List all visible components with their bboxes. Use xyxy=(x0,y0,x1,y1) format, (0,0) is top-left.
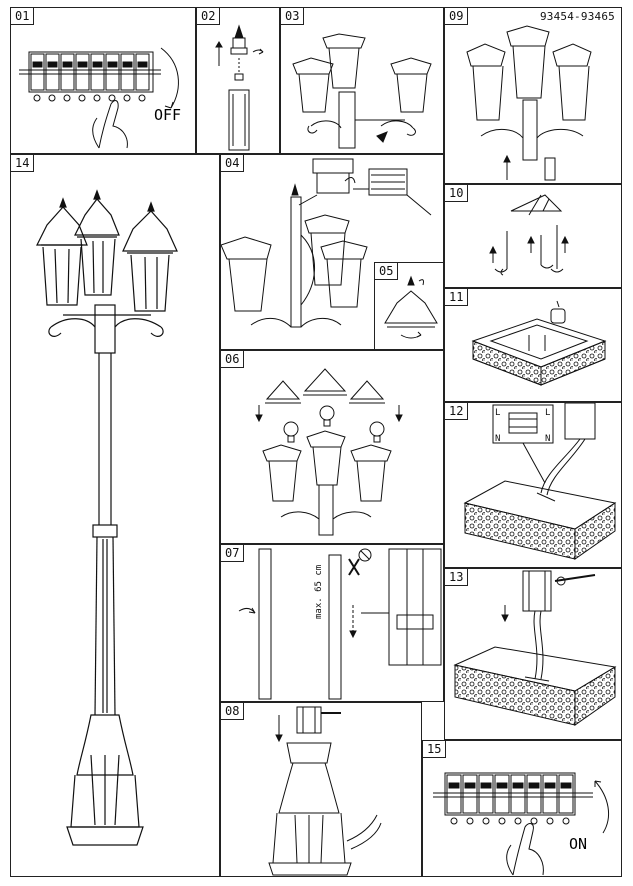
step-01-number: 01 xyxy=(11,8,35,25)
cable-connection-illustration: L L N N xyxy=(463,403,617,560)
wire-label-l-left: L xyxy=(495,408,500,418)
step-06-number: 06 xyxy=(221,351,245,368)
step-03-panel: 03 xyxy=(280,7,444,154)
step-08-panel: 08 xyxy=(220,702,422,877)
step-09-panel: 09 93454-93465 xyxy=(444,7,622,184)
step-08-number: 08 xyxy=(221,703,245,720)
step-12-panel: 12 L L N N xyxy=(444,402,622,568)
base-fitting-illustration xyxy=(268,706,382,876)
wire-label-n-right: N xyxy=(545,434,550,444)
step-05-panel: 05 xyxy=(374,262,444,350)
step-13-panel: 13 xyxy=(444,568,622,740)
wiring-connection-illustration xyxy=(221,158,432,328)
breaker-on-illustration: ON xyxy=(433,772,610,876)
on-label: ON xyxy=(569,835,587,853)
model-number: 93454-93465 xyxy=(539,10,615,23)
step-03-number: 03 xyxy=(281,8,305,25)
step-12-number: 12 xyxy=(445,403,469,420)
step-13-number: 13 xyxy=(445,569,469,586)
step-10-number: 10 xyxy=(445,185,469,202)
step-02-panel: 02 xyxy=(196,7,280,154)
step-02-number: 02 xyxy=(197,8,221,25)
wire-label-n-left: N xyxy=(495,434,500,444)
step-11-panel: 11 xyxy=(444,288,622,402)
step-14-number: 14 xyxy=(11,155,35,172)
step-09-number: 09 xyxy=(445,8,469,25)
step-04-number: 04 xyxy=(221,155,245,172)
anchor-bolts-illustration xyxy=(489,194,569,276)
step-15-panel: 15 ON xyxy=(422,740,622,877)
step-10-panel: 10 xyxy=(444,184,622,288)
lantern-head-illustration xyxy=(292,33,432,149)
step-07-panel: 07 max. 65 cm xyxy=(220,544,444,702)
lantern-cap-illustration xyxy=(384,275,438,339)
wire-label-l-right: L xyxy=(545,408,550,418)
post-mounting-illustration xyxy=(453,570,617,726)
step-15-number: 15 xyxy=(423,741,447,758)
step-14-panel: 14 xyxy=(10,154,220,877)
off-label: OFF xyxy=(154,106,181,124)
step-05-number: 05 xyxy=(375,263,399,280)
finial-removal-illustration xyxy=(215,24,264,151)
bulb-installation-illustration xyxy=(255,368,403,536)
step-11-number: 11 xyxy=(445,289,469,306)
max-height-label: max. 65 cm xyxy=(314,565,324,619)
breaker-off-illustration: OFF xyxy=(19,47,181,149)
step-07-number: 07 xyxy=(221,545,245,562)
assembled-lamp-post-illustration xyxy=(36,189,178,846)
post-height-adjustment-illustration: max. 65 cm xyxy=(238,548,442,700)
three-lantern-assembly-illustration xyxy=(466,25,592,181)
step-01-panel: 01 OFF xyxy=(10,7,196,154)
concrete-foundation-illustration xyxy=(471,300,607,386)
step-06-panel: 06 xyxy=(220,350,444,544)
